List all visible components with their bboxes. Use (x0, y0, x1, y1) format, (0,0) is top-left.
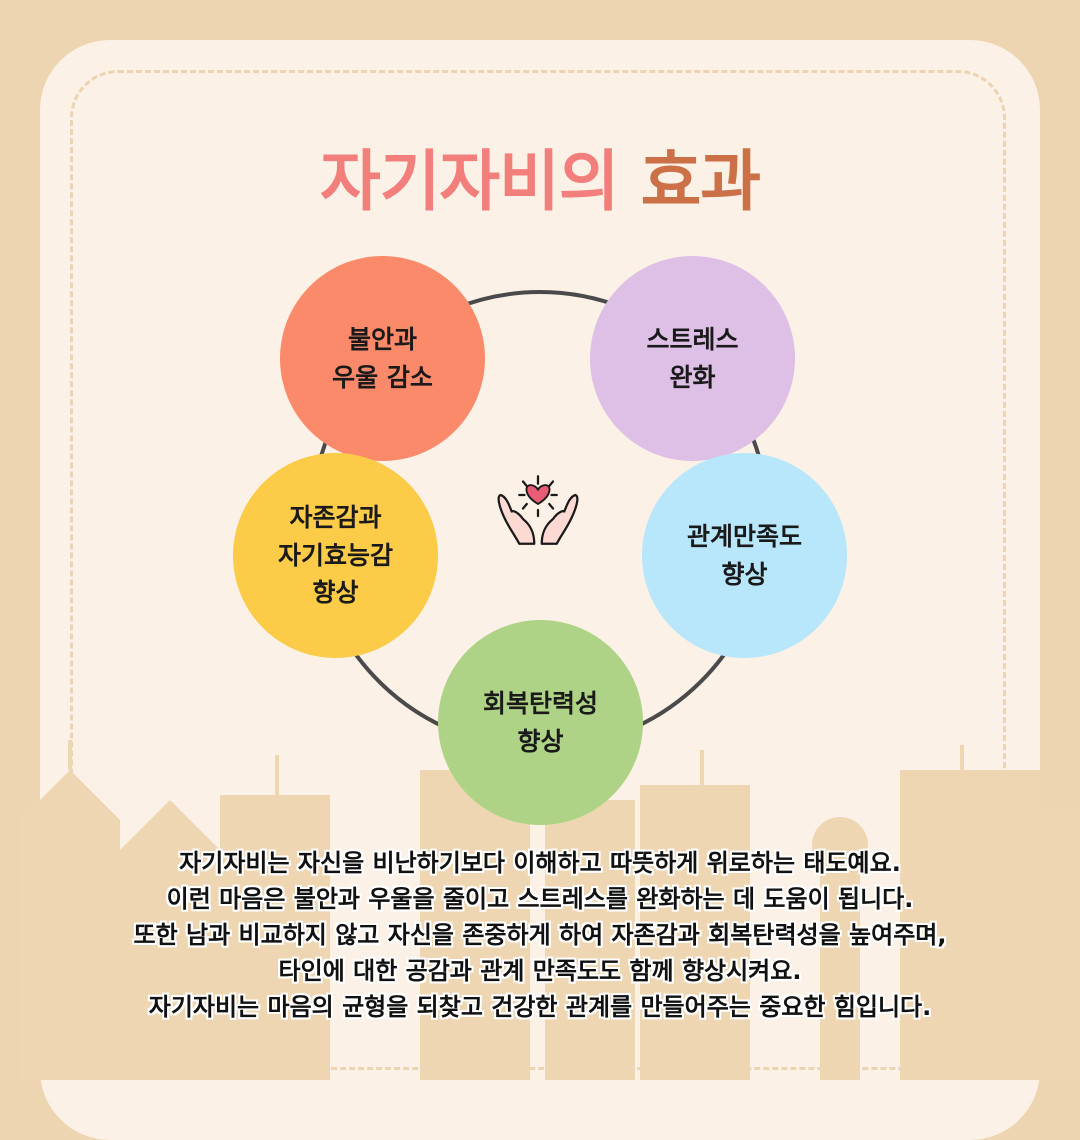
dashed-border (70, 70, 1006, 1070)
city-skyline-silhouette (20, 740, 1080, 1080)
title-part1: 자기자비의 (319, 143, 620, 220)
description-line: 자기자비는 자신을 비난하기보다 이해하고 따뜻하게 위로하는 태도예요. (179, 849, 901, 877)
effect-self-esteem: 자존감과 자기효능감 향상 (233, 453, 438, 658)
description-line: 타인에 대한 공감과 관계 만족도도 함께 향상시켜요. (278, 957, 802, 985)
effect-label: 자존감과 자기효능감 향상 (277, 503, 393, 608)
page-title: 자기자비의 효과 (0, 128, 1080, 224)
effect-stress-relief: 스트레스 완화 (590, 256, 795, 461)
hands-holding-heart-icon (497, 475, 579, 545)
effect-label: 회복탄력성 향상 (482, 689, 598, 756)
effect-relationship: 관계만족도 향상 (642, 453, 847, 658)
effect-anxiety-depression: 불안과 우울 감소 (280, 256, 485, 461)
effect-label: 스트레스 완화 (646, 325, 739, 392)
description-line: 이런 마음은 불안과 우울을 줄이고 스트레스를 완화하는 데 도움이 됩니다. (166, 885, 914, 913)
effect-resilience: 회복탄력성 향상 (438, 620, 643, 825)
effect-label: 관계만족도 향상 (686, 522, 802, 589)
description-line: 또한 남과 비교하지 않고 자신을 존중하게 하여 자존감과 회복탄력성을 높여… (133, 921, 947, 949)
effect-label: 불안과 우울 감소 (332, 325, 433, 392)
title-part2: 효과 (640, 143, 761, 220)
description-text: 자기자비는 자신을 비난하기보다 이해하고 따뜻하게 위로하는 태도예요. 이런… (0, 845, 1080, 1025)
description-line: 자기자비는 마음의 균형을 되찾고 건강한 관계를 만들어주는 중요한 힘입니다… (148, 993, 932, 1021)
